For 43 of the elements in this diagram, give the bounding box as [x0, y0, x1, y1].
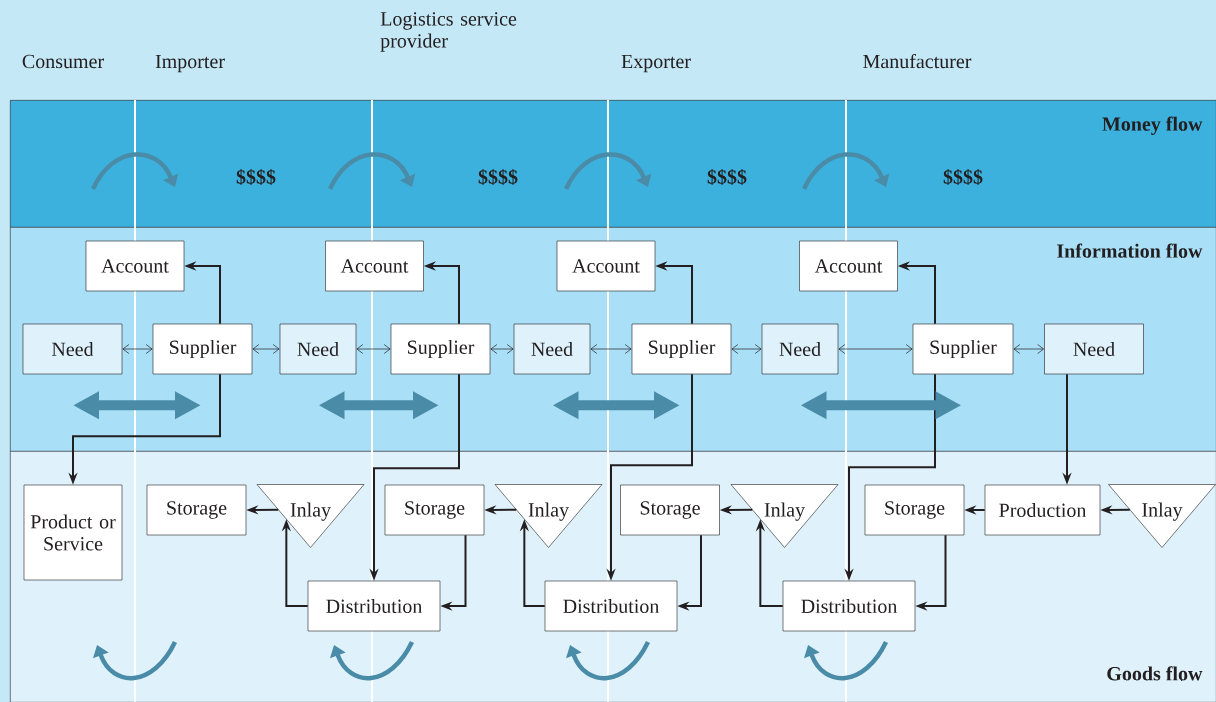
need-box: Need [761, 323, 839, 375]
process-box: Storage [620, 484, 720, 536]
process-box: Account [556, 240, 656, 292]
process-box: Product or Service [23, 484, 123, 581]
inlay-triangle: Inlay [730, 484, 839, 548]
column-heading: Importer [155, 54, 225, 73]
inlay-triangle: Inlay [1108, 484, 1216, 548]
process-box: Storage [146, 484, 247, 536]
column-heading: Logistics service provider [380, 12, 517, 52]
process-box: Supplier [631, 323, 732, 375]
arrow [252, 344, 280, 354]
arrow [122, 344, 153, 354]
need-box: Need [279, 323, 357, 375]
currency-label: $$$$ [236, 169, 276, 185]
process-box: Supplier [912, 323, 1014, 375]
process-box: Distribution [544, 580, 678, 632]
column-heading: Consumer [22, 54, 104, 69]
process-box: Supplier [390, 323, 491, 375]
column-heading: Manufacturer [863, 53, 972, 69]
currency-label: $$$$ [478, 169, 518, 185]
arrow [490, 344, 514, 354]
inlay-triangle: Inlay [256, 484, 365, 548]
need-box: Need [1044, 323, 1144, 375]
arrow [731, 344, 762, 354]
process-box: Distribution [307, 580, 441, 632]
process-box: Account [85, 240, 185, 292]
process-box: Production [984, 484, 1101, 536]
process-box: Account [325, 240, 424, 292]
arrow [838, 344, 913, 354]
currency-label: $$$$ [943, 169, 983, 185]
currency-label: $$$$ [707, 169, 747, 185]
process-box: Distribution [782, 580, 916, 632]
need-box: Need [513, 323, 591, 375]
arrow [1013, 344, 1044, 354]
process-box: Storage [864, 484, 965, 536]
process-box: Account [799, 240, 898, 292]
arrow [356, 344, 391, 354]
arrow [590, 344, 632, 354]
column-heading: Exporter [621, 54, 691, 73]
process-box: Supplier [152, 323, 253, 375]
inlay-triangle: Inlay [494, 484, 603, 548]
process-box: Storage [384, 484, 485, 536]
need-box: Need [22, 323, 123, 375]
